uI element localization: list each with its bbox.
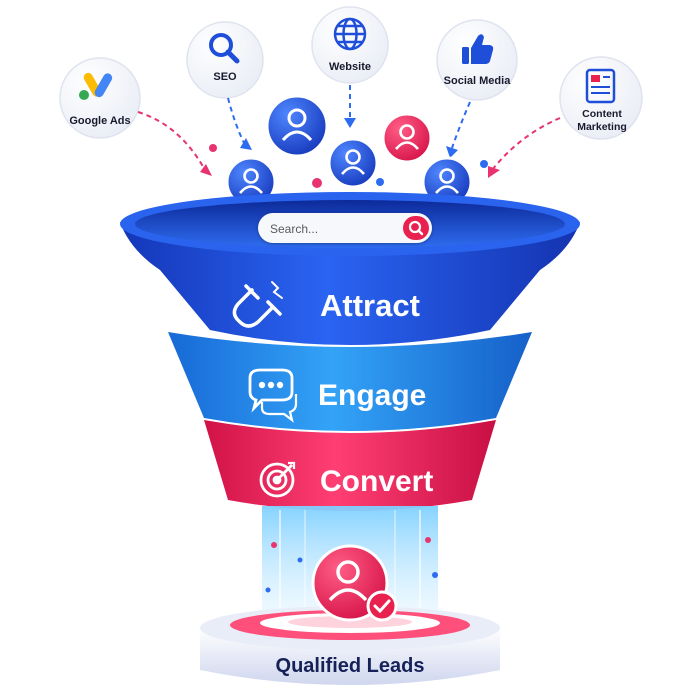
arrow-content-marketing: [491, 117, 561, 171]
arrow-heads: [200, 118, 500, 178]
source-seo: SEO: [186, 21, 264, 99]
source-website: Website: [311, 6, 389, 84]
source-social-media: Social Media: [436, 19, 518, 101]
flow-arrows: [137, 85, 561, 171]
target-icon: [259, 461, 296, 498]
user-check-icon: [311, 544, 398, 622]
source-label-line1: Content: [582, 108, 622, 120]
source-content-marketing: Content Marketing: [559, 56, 643, 140]
stage-label-attract: Attract: [320, 288, 420, 323]
source-google-ads: Google Ads: [59, 57, 141, 139]
source-label-line2: Marketing: [577, 121, 627, 133]
stage-label-convert: Convert: [320, 465, 433, 498]
source-label: SEO: [213, 71, 237, 83]
user-balls: [225, 94, 473, 208]
source-label: Google Ads: [69, 115, 130, 127]
funnel-stage-engage: [168, 332, 532, 431]
arrow-social-media: [451, 101, 471, 149]
result-label: Qualified Leads: [276, 655, 425, 677]
chat-bubbles-icon: [248, 368, 298, 423]
search-button[interactable]: [403, 216, 429, 240]
search-icon: [209, 33, 240, 64]
search-icon: [408, 220, 424, 236]
source-label: Website: [329, 61, 371, 73]
user-ball: [327, 137, 379, 189]
result-platform: [200, 606, 500, 685]
arrow-google-ads: [137, 111, 206, 171]
user-ball: [381, 112, 433, 164]
magnet-icon: [232, 281, 283, 328]
source-label: Social Media: [444, 75, 512, 87]
arrow-seo: [227, 97, 246, 146]
thumbs-up-icon: [462, 34, 494, 64]
stage-label-engage: Engage: [318, 379, 426, 412]
document-icon: [585, 68, 616, 104]
user-ball: [421, 156, 473, 208]
search-bar: [258, 213, 432, 243]
search-input[interactable]: [268, 218, 397, 240]
globe-icon: [333, 17, 367, 51]
google-ads-icon: [79, 72, 113, 100]
user-ball: [265, 94, 329, 158]
